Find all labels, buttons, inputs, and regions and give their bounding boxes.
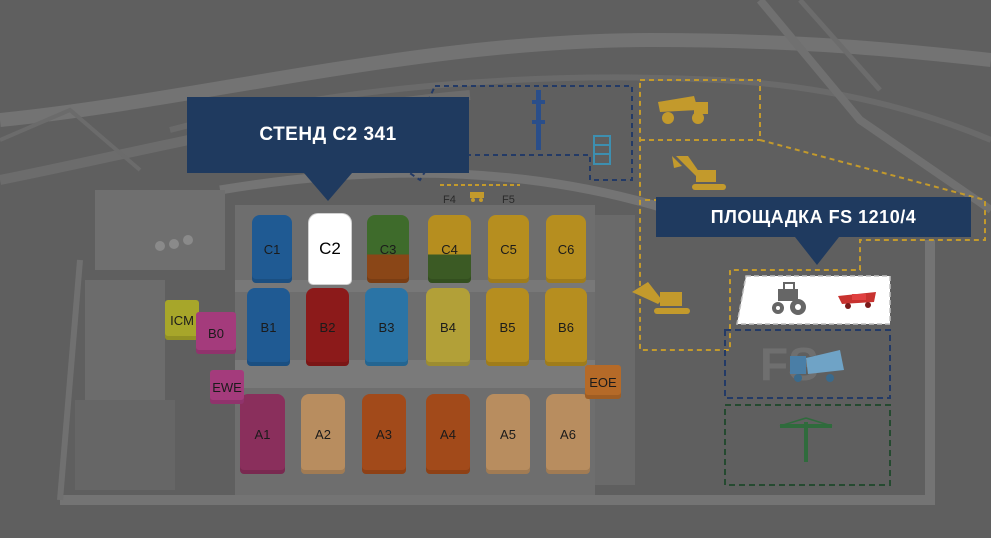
railway xyxy=(219,168,702,225)
zone-fs-green xyxy=(724,404,891,486)
hall-c3-label: C3 xyxy=(379,241,397,257)
hall-c4-label: C4 xyxy=(441,241,458,257)
exhibition-grounds xyxy=(235,205,595,495)
hall-c6-label: C6 xyxy=(557,241,575,257)
zone-label-f5: F5 xyxy=(502,194,515,206)
tower-crane-icon xyxy=(779,417,833,462)
highway-top xyxy=(0,32,991,127)
hall-eoe-label: EOE xyxy=(589,374,617,390)
hall-icm-label: ICM xyxy=(170,312,194,328)
building-west-2 xyxy=(85,280,165,400)
hall-a2[interactable]: A2 xyxy=(301,394,345,474)
excavator-icon xyxy=(672,156,726,190)
stand-callout-pointer xyxy=(304,173,352,201)
ring-road xyxy=(60,240,935,505)
zone-gold xyxy=(639,79,986,351)
hall-b1-label: B1 xyxy=(260,319,277,335)
site-callout-pointer xyxy=(795,237,839,265)
building-west-3 xyxy=(75,400,175,490)
hall-b5-label: B5 xyxy=(499,319,516,335)
hall-a5[interactable]: A5 xyxy=(486,394,530,474)
hall-c1[interactable]: C1 xyxy=(252,215,292,283)
hall-b4[interactable]: B4 xyxy=(426,288,470,366)
tractor-icon xyxy=(772,282,806,315)
zone-fs-navy xyxy=(724,329,891,399)
road-northeast-2 xyxy=(798,0,882,92)
hall-b3[interactable]: B3 xyxy=(365,288,408,366)
hall-b6[interactable]: B6 xyxy=(545,288,587,366)
hall-a3[interactable]: A3 xyxy=(362,394,406,474)
hall-a5-label: A5 xyxy=(500,426,516,442)
hall-a4-label: A4 xyxy=(440,426,456,442)
hall-c6[interactable]: C6 xyxy=(546,215,586,283)
hall-b2-label: B2 xyxy=(319,319,336,335)
hall-a6-label: A6 xyxy=(560,426,576,442)
hall-b0[interactable]: B0 xyxy=(196,312,236,354)
hall-c5[interactable]: C5 xyxy=(488,215,529,283)
hall-b3-label: B3 xyxy=(378,319,395,335)
hall-b6-label: B6 xyxy=(558,319,574,335)
hall-c3[interactable]: C3 xyxy=(367,215,409,283)
hall-b1[interactable]: B1 xyxy=(247,288,290,366)
hall-c5-label: C5 xyxy=(500,241,517,257)
hall-ewe-label: EWE xyxy=(212,379,242,395)
drill-rig-icon xyxy=(532,90,545,150)
hall-a6[interactable]: A6 xyxy=(546,394,590,474)
hall-a2-label: A2 xyxy=(315,426,331,442)
dump-truck-icon xyxy=(658,96,708,124)
scaffold-icon xyxy=(593,135,611,165)
site-callout: ПЛОЩАДКА FS 1210/4 xyxy=(656,197,971,237)
zone-label-f4: F4 xyxy=(443,194,456,206)
hall-a1[interactable]: A1 xyxy=(240,394,285,474)
hall-b5[interactable]: B5 xyxy=(486,288,529,366)
road-west xyxy=(0,107,142,172)
hall-icm[interactable]: ICM xyxy=(165,300,199,340)
stand-callout: СТЕНД C2 341 xyxy=(187,97,469,173)
hall-ewe[interactable]: EWE xyxy=(210,370,244,404)
hall-a3-label: A3 xyxy=(376,426,392,442)
small-machine-icon xyxy=(470,192,484,202)
hall-b0-label: B0 xyxy=(208,325,224,341)
site-callout-label: ПЛОЩАДКА FS 1210/4 xyxy=(710,206,917,227)
hall-c2-label: C2 xyxy=(319,239,341,258)
building-west-1 xyxy=(95,190,225,270)
harvester-icon xyxy=(838,292,876,309)
hall-c2[interactable]: C2 xyxy=(309,214,351,284)
hall-b2[interactable]: B2 xyxy=(306,288,349,366)
excavator-icon-2 xyxy=(632,282,690,314)
hall-a4[interactable]: A4 xyxy=(426,394,470,474)
road-northeast xyxy=(756,0,991,214)
concrete-truck-icon xyxy=(790,350,844,382)
hall-eoe[interactable]: EOE xyxy=(585,365,621,399)
stand-callout-label: СТЕНД C2 341 xyxy=(259,124,397,145)
hall-c4[interactable]: C4 xyxy=(428,215,471,283)
hall-c1-label: C1 xyxy=(263,241,281,257)
hall-a1-label: A1 xyxy=(254,426,271,442)
hall-b4-label: B4 xyxy=(440,319,456,335)
